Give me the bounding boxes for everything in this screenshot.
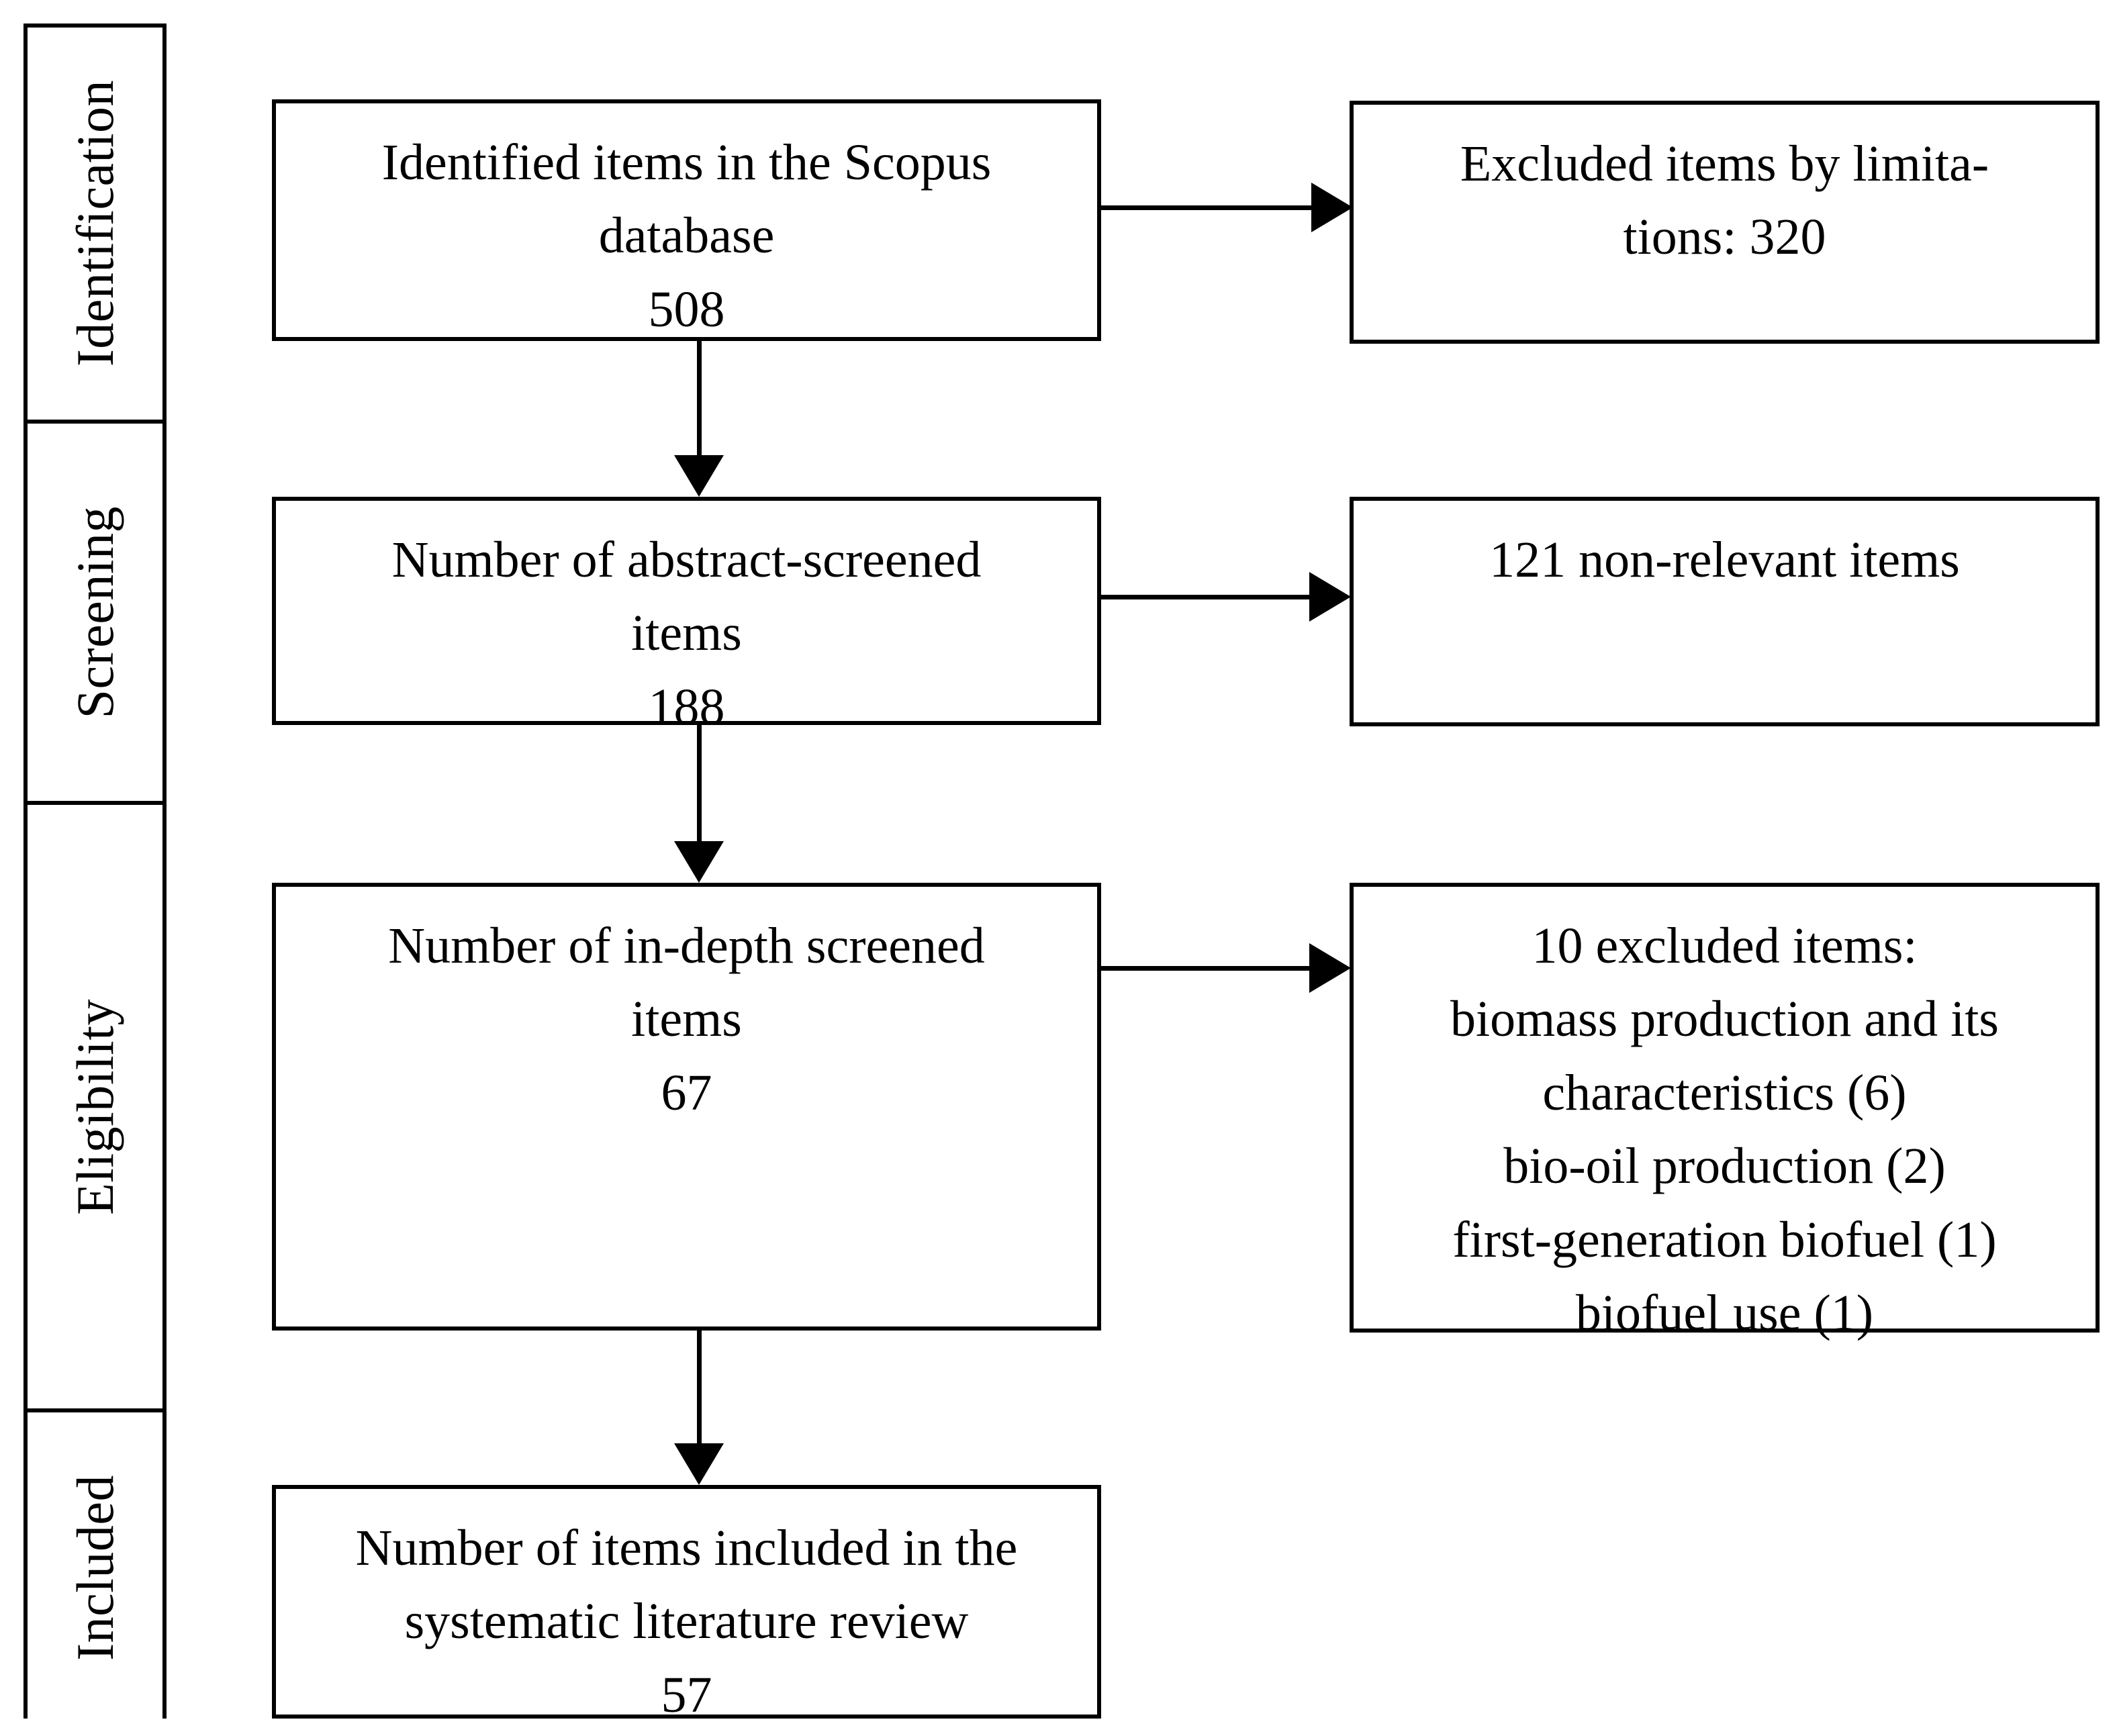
stage-cell-identification: Identification (28, 28, 162, 420)
stage-cell-screening: Screening (28, 420, 162, 801)
stage-cell-included: Included (28, 1408, 162, 1723)
arrow-in-depth-to-included-final (674, 1331, 724, 1485)
stage-label-identification: Identification (65, 80, 124, 367)
box-excluded-detailed-line-4: bio-oil production (2) (1503, 1138, 1946, 1195)
box-excluded-detailed-line-3: characteristics (6) (1542, 1064, 1907, 1121)
arrow-identified-to-excluded-limitations (1101, 183, 1353, 232)
arrow-shaft (1101, 965, 1314, 971)
arrow-head (1311, 183, 1353, 232)
box-abstract-screened-items: Number of abstract-screened items 188 (272, 497, 1101, 735)
arrow-abstract-screened-to-in-depth (674, 725, 724, 883)
stage-label-included: Included (65, 1474, 124, 1661)
stage-label-eligibility: Eligibility (65, 998, 124, 1215)
box-abstract-screened-line-2: items (631, 605, 742, 662)
box-abstract-screened-line-1: Number of abstract-screened (391, 532, 982, 588)
box-excluded-items-detailed: 10 excluded items: biomass production an… (1350, 883, 2100, 1341)
arrow-head (674, 841, 724, 883)
box-excluded-detailed-line-2: biomass production and its (1450, 991, 1999, 1048)
arrow-in-depth-to-excluded-detailed (1101, 943, 1351, 993)
box-non-relevant-line-1: 121 non-relevant items (1489, 532, 1960, 588)
box-non-relevant-items: 121 non-relevant items (1350, 497, 2100, 726)
box-excluded-detailed-line-6: biofuel use (1) (1575, 1285, 1874, 1342)
box-excluded-detailed-line-5: first-generation biofuel (1) (1452, 1211, 1997, 1268)
arrow-abstract-screened-to-non-relevant (1101, 572, 1351, 622)
box-in-depth-count: 67 (661, 1064, 712, 1121)
arrow-shaft (696, 725, 702, 848)
box-identified-items: Identified items in the Scopus database … (272, 99, 1101, 341)
box-identified-line-2: database (598, 207, 775, 264)
arrow-head (1309, 943, 1351, 993)
box-identified-line-1: Identified items in the Scopus (381, 134, 992, 191)
box-included-final: Number of items included in the systemat… (272, 1485, 1101, 1723)
arrow-shaft (696, 341, 702, 462)
box-excluded-by-limitations: Excluded items by limita- tions: 320 (1350, 101, 2100, 344)
arrow-identified-to-abstract-screened (674, 341, 724, 497)
arrow-head (674, 1443, 724, 1485)
arrow-head (674, 455, 724, 497)
arrow-head (1309, 572, 1351, 622)
box-excluded-limitations-line-2: tions: 320 (1623, 209, 1826, 266)
box-included-line-2: systematic literature review (404, 1593, 969, 1650)
arrow-shaft (1101, 594, 1314, 599)
box-included-line-1: Number of items included in the (355, 1520, 1018, 1576)
stage-label-screening: Screening (65, 505, 124, 719)
arrow-shaft (1101, 205, 1316, 210)
box-in-depth-line-1: Number of in-depth screened (388, 918, 985, 974)
stage-cell-eligibility: Eligibility (28, 801, 162, 1408)
box-in-depth-line-2: items (631, 991, 742, 1048)
box-included-count: 57 (661, 1666, 712, 1723)
box-excluded-limitations-line-1: Excluded items by limita- (1460, 136, 1989, 192)
box-identified-count: 508 (648, 281, 725, 338)
box-in-depth-screened-items: Number of in-depth screened items 67 (272, 883, 1101, 1331)
box-excluded-detailed-line-1: 10 excluded items: (1532, 918, 1918, 974)
box-abstract-screened-count: 188 (648, 678, 725, 735)
stage-sidebar: Identification Screening Eligibility Inc… (23, 23, 167, 1723)
arrow-shaft (696, 1331, 702, 1450)
